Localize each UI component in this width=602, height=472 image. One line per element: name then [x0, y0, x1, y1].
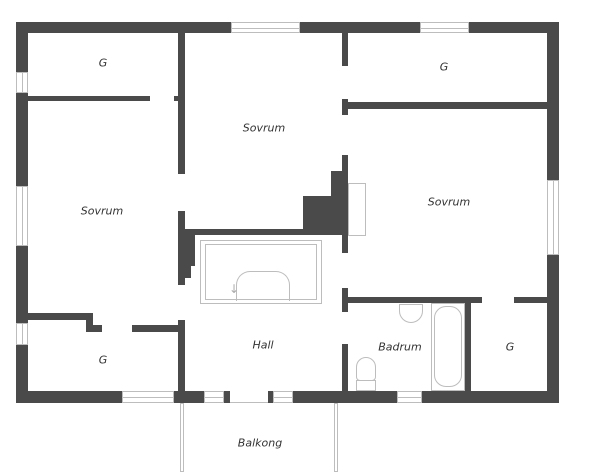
room-label-badrum: Badrum — [378, 340, 422, 354]
bathtub-icon — [431, 303, 465, 391]
wall-stub — [86, 325, 102, 332]
window — [122, 391, 174, 403]
stair-arrow — [236, 271, 290, 301]
room-label-balkong: Balkong — [237, 436, 283, 450]
room-label-sovrum: Sovrum — [80, 204, 124, 218]
toilet-icon — [356, 357, 376, 381]
door-jamb — [268, 391, 273, 403]
wall-center-right-mid — [342, 155, 348, 253]
wall-stub — [174, 96, 180, 101]
room-label-g: G — [439, 60, 449, 74]
balcony-rail-left — [180, 403, 184, 472]
stair-arrow-head-icon: ↓ — [229, 282, 240, 296]
wall-center-right-upper — [342, 33, 348, 66]
wall-center-left-mid — [178, 211, 185, 285]
stair-step — [185, 266, 191, 278]
wall-badrum-top — [348, 297, 482, 303]
wall-stub — [86, 313, 93, 331]
staircase-inner — [205, 244, 317, 300]
window — [420, 22, 469, 33]
room-label-sovrum: Sovrum — [427, 195, 471, 209]
door-jamb — [224, 391, 230, 403]
window — [204, 391, 224, 403]
balcony-rail-right — [334, 403, 338, 472]
room-label-hall: Hall — [252, 338, 274, 352]
window — [231, 22, 300, 33]
window — [16, 72, 28, 93]
room-label-g: G — [98, 56, 108, 70]
wall-stub — [342, 288, 348, 312]
chimney — [331, 171, 345, 196]
wall-stub — [342, 99, 348, 115]
fireplace — [348, 183, 366, 236]
sink-icon — [399, 304, 423, 323]
window — [16, 186, 28, 246]
wall-g-topleft-bottom — [28, 96, 150, 101]
room-label-sovrum: Sovrum — [242, 121, 286, 135]
wall-g-bottomright-top — [514, 297, 548, 303]
toilet-tank — [356, 380, 376, 391]
bathtub-basin — [434, 306, 462, 387]
stair-step — [185, 229, 195, 266]
window — [547, 180, 559, 255]
window — [16, 323, 28, 345]
window — [273, 391, 293, 403]
wall-badrum-right — [465, 303, 471, 393]
window — [397, 391, 422, 403]
room-label-g: G — [98, 353, 108, 367]
wall-hall-left — [178, 320, 185, 395]
staircase — [200, 240, 322, 304]
wall-g-bottomleft-top — [28, 313, 93, 320]
room-label-g: G — [505, 340, 515, 354]
wall-badrum-left — [342, 344, 348, 394]
wall-center-left-upper — [178, 33, 185, 174]
balcony-door — [230, 391, 268, 403]
wall-g-bottomleft-top-right — [132, 325, 182, 332]
chimney — [303, 196, 345, 235]
wall-sovrum-bottom — [185, 229, 345, 235]
wall-g-topright-bottom — [348, 102, 548, 109]
